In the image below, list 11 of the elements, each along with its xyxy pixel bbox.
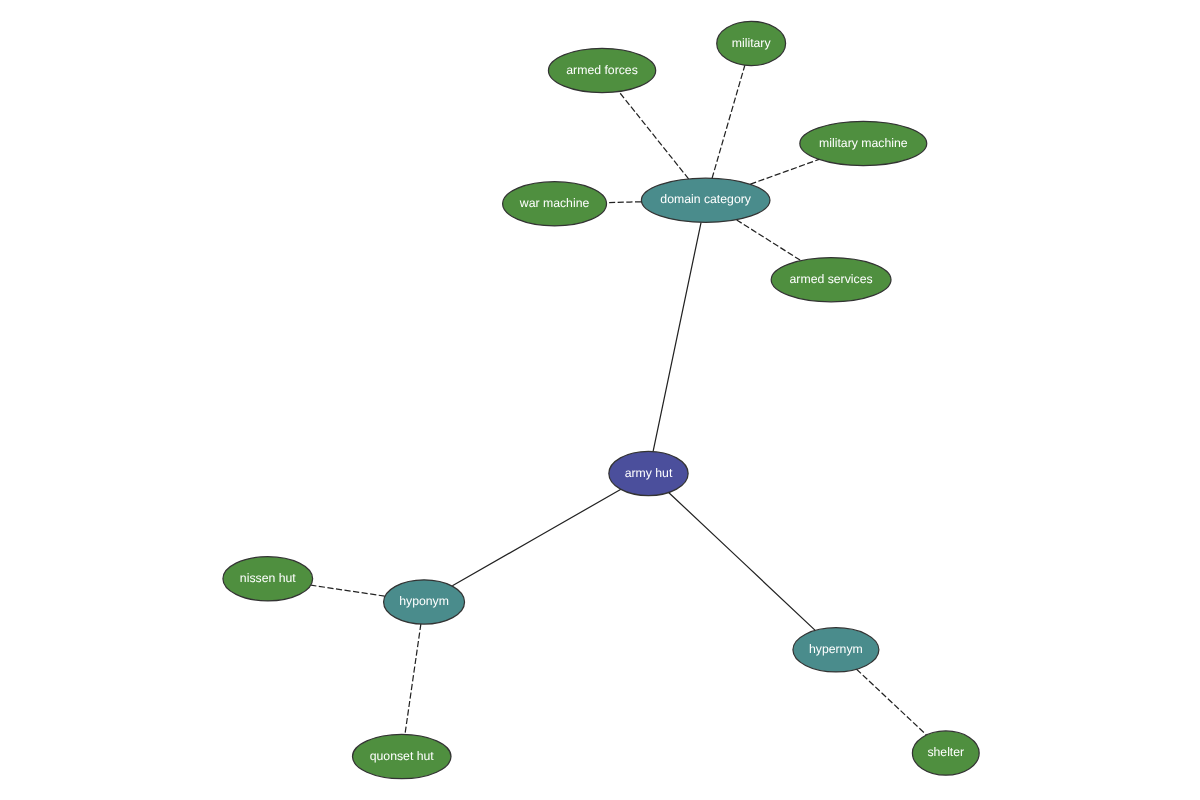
connector: [735, 219, 801, 262]
connector: [854, 668, 926, 736]
connector: [309, 584, 385, 597]
connector: [605, 201, 641, 204]
connector: [450, 488, 621, 587]
connector: [710, 64, 745, 179]
connector: [667, 492, 815, 631]
connector: [748, 158, 819, 185]
connector: [651, 221, 701, 452]
connector: [617, 90, 689, 180]
connector: [403, 623, 421, 736]
